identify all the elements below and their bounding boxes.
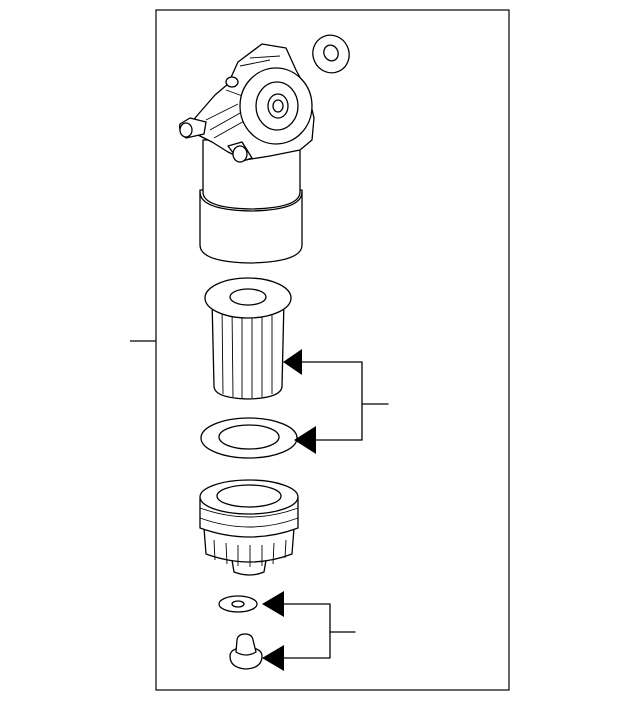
arrow-head bbox=[294, 426, 316, 454]
drain-washer bbox=[218, 595, 258, 613]
drain-plug bbox=[229, 633, 263, 670]
diagram-frame bbox=[155, 9, 510, 691]
arrow-head bbox=[283, 349, 302, 375]
filter-seal-ring bbox=[200, 417, 298, 459]
filter-kit-callout bbox=[283, 349, 389, 454]
oil-filter-housing bbox=[178, 43, 315, 264]
oil-filter-element bbox=[204, 277, 292, 400]
housing-gasket bbox=[312, 34, 350, 74]
arrow-head bbox=[262, 591, 284, 617]
drain-kit-callout bbox=[262, 591, 356, 671]
arrow-head bbox=[262, 645, 284, 671]
filter-cap bbox=[199, 479, 299, 576]
